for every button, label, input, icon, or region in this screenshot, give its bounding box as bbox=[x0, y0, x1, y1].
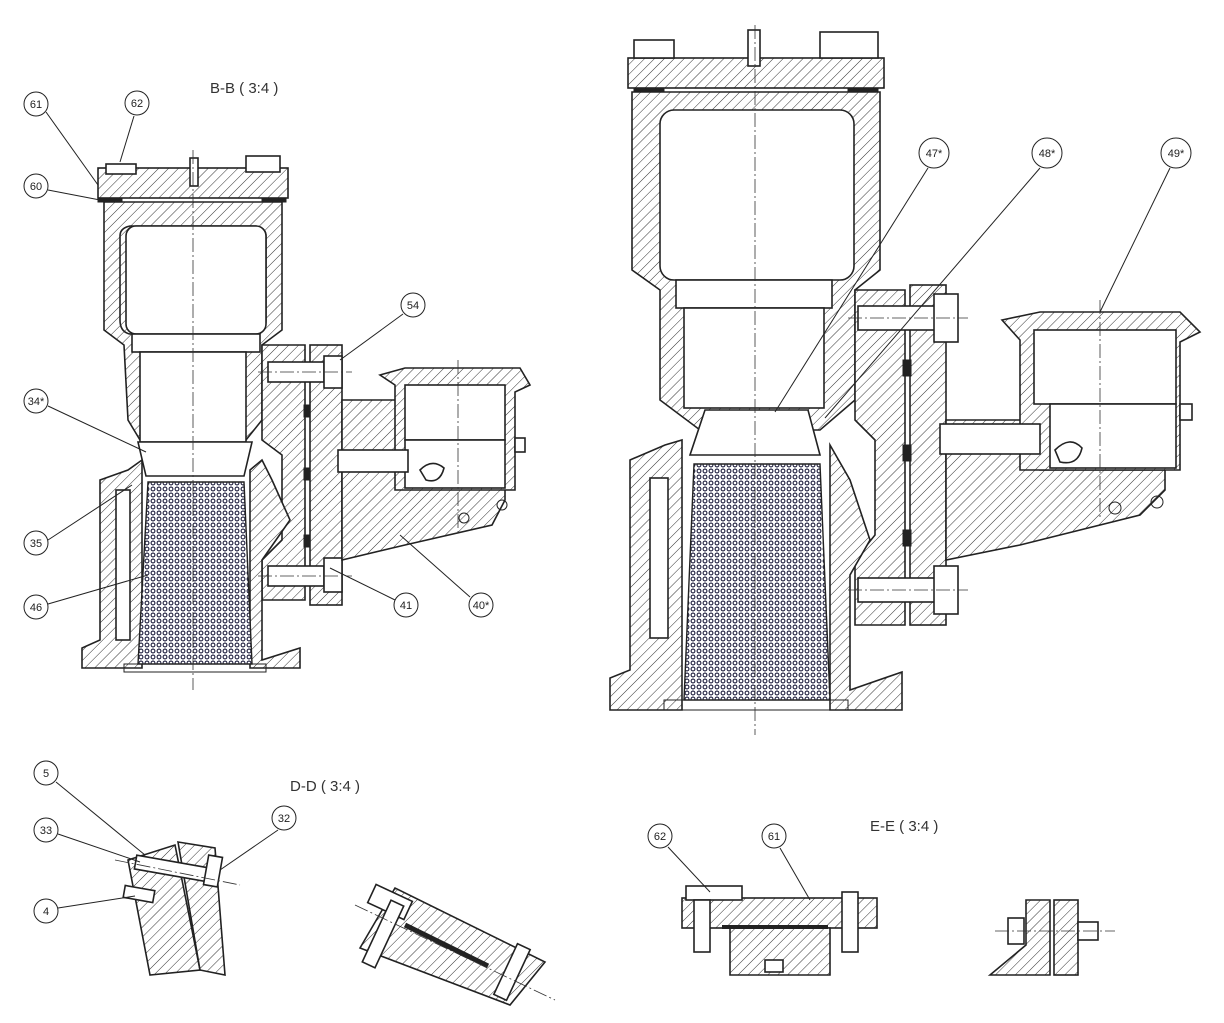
ee-part-left bbox=[681, 885, 878, 976]
callout-61: 61 bbox=[30, 99, 42, 111]
filter-element-right bbox=[663, 409, 849, 711]
callout-48: 48* bbox=[1039, 148, 1056, 160]
callout-4: 4 bbox=[43, 906, 49, 918]
callout-33: 33 bbox=[40, 825, 52, 837]
callout-60: 60 bbox=[30, 181, 42, 193]
housing-upper-bb bbox=[103, 201, 283, 443]
callout-5: 5 bbox=[43, 768, 49, 780]
callouts-ee: 62 61 bbox=[647, 823, 811, 901]
callout-40: 40* bbox=[473, 600, 490, 612]
callout-bubble bbox=[23, 91, 49, 117]
housing-upper-right bbox=[631, 91, 881, 431]
callouts-dd: 5 33 4 32 bbox=[33, 760, 297, 924]
housing-lower-right bbox=[609, 438, 903, 711]
filter-cup-right bbox=[939, 311, 1202, 561]
callouts-right: 47* 48* 49* bbox=[774, 137, 1192, 419]
view-title-ee: E-E ( 3:4 ) bbox=[870, 818, 938, 835]
filter-cup-bb bbox=[337, 367, 532, 562]
callout-54: 54 bbox=[407, 300, 419, 312]
callout-46: 46 bbox=[30, 602, 42, 614]
cover-plate-right bbox=[627, 29, 885, 93]
section-view-bb: B-B ( 3:4 ) bbox=[81, 80, 532, 690]
callout-35: 35 bbox=[30, 538, 42, 550]
callout-61-ee: 61 bbox=[768, 831, 780, 843]
callout-41: 41 bbox=[400, 600, 412, 612]
section-view-right-large bbox=[609, 25, 1202, 735]
section-view-dd: D-D ( 3:4 ) bbox=[114, 778, 556, 1006]
ee-part-right bbox=[987, 899, 1115, 976]
callout-49: 49* bbox=[1168, 148, 1185, 160]
callout-47: 47* bbox=[926, 148, 943, 160]
dd-part-right bbox=[354, 883, 556, 1006]
section-view-ee: E-E ( 3:4 ) bbox=[681, 818, 1115, 976]
callout-62-ee: 62 bbox=[654, 831, 666, 843]
housing-lower-bb bbox=[81, 458, 301, 669]
view-title-bb: B-B ( 3:4 ) bbox=[210, 80, 278, 97]
side-flange-bb bbox=[261, 344, 343, 606]
view-title-dd: D-D ( 3:4 ) bbox=[290, 778, 360, 795]
callouts-bb: 61 62 60 54 34* 35 46 41 40* bbox=[23, 90, 494, 620]
filter-element-bb bbox=[123, 441, 267, 673]
callout-34: 34* bbox=[28, 396, 45, 408]
callout-62: 62 bbox=[131, 98, 143, 110]
dd-part-left bbox=[114, 841, 241, 976]
side-flange-right bbox=[854, 284, 959, 626]
callout-32: 32 bbox=[278, 813, 290, 825]
